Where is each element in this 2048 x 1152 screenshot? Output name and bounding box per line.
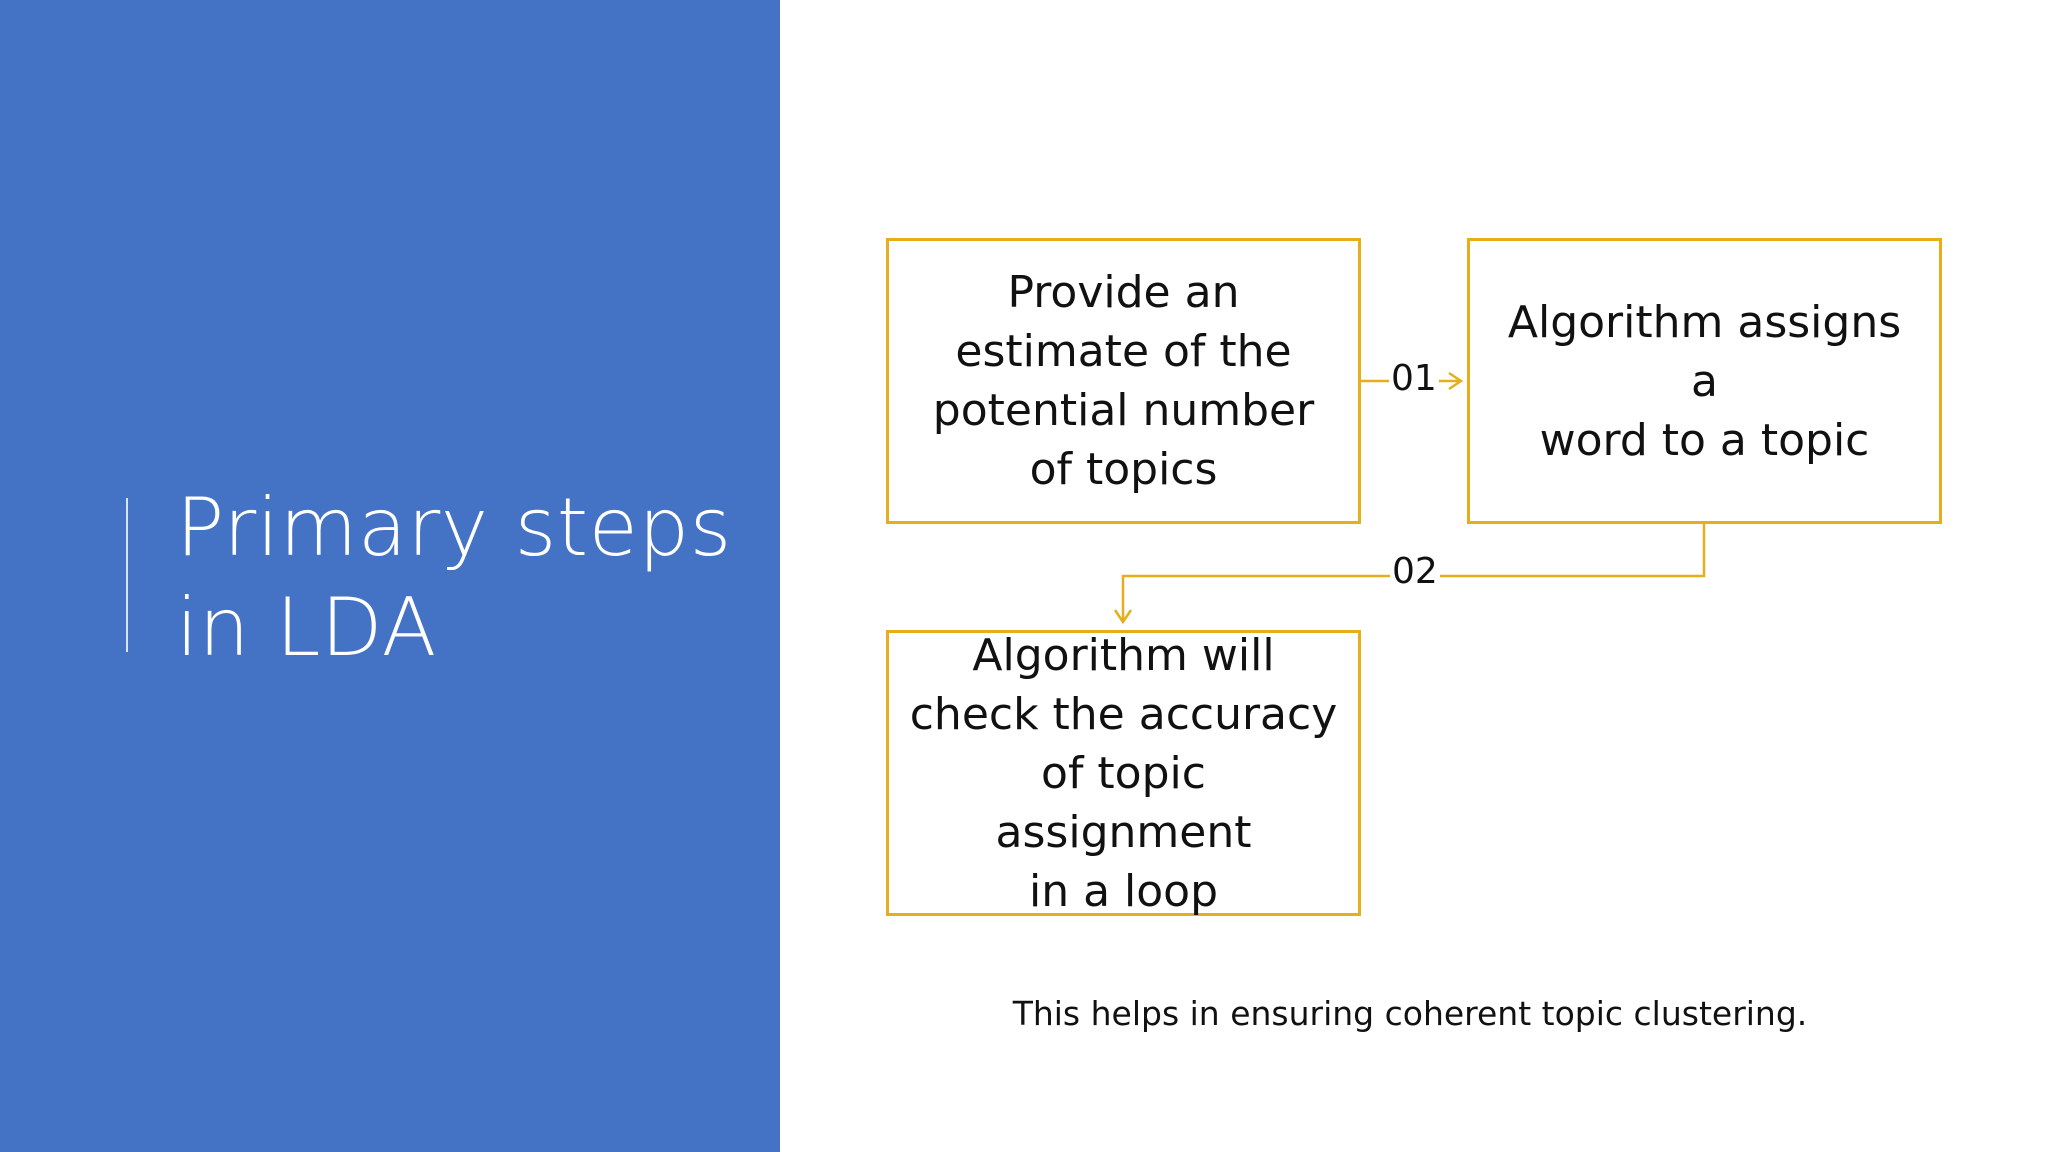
connector-02-arrowhead xyxy=(1113,609,1133,625)
step-box-text: Algorithm assigns a word to a topic xyxy=(1490,293,1919,470)
step-text-line: check the accuracy xyxy=(909,688,1338,740)
step-box-check-accuracy: Algorithm will check the accuracy of top… xyxy=(886,630,1361,917)
step-text-line: in a loop xyxy=(1028,865,1219,917)
step-text-line: of topic assignment xyxy=(995,747,1252,858)
step-number-01: 01 xyxy=(1389,358,1439,399)
connector-01-arrowhead xyxy=(1448,371,1464,391)
slide-title-line-2: in LDA xyxy=(176,581,437,674)
step-box-assign-word: Algorithm assigns a word to a topic xyxy=(1467,238,1942,524)
step-text-line: estimate of the xyxy=(955,326,1292,377)
step-box-text: Algorithm will check the accuracy of top… xyxy=(909,626,1338,921)
step-text-line: Provide an xyxy=(1007,267,1240,318)
step-box-estimate-topics: Provide an estimate of the potential num… xyxy=(886,238,1361,524)
step-text-line: potential number xyxy=(932,385,1315,436)
title-accent-line xyxy=(126,498,128,652)
step-box-text: Provide an estimate of the potential num… xyxy=(933,263,1314,499)
step-number-02: 02 xyxy=(1390,551,1440,592)
step-text-line: word to a topic xyxy=(1539,414,1870,466)
title-panel: Primary steps in LDA xyxy=(0,0,780,1152)
slide-title: Primary steps in LDA xyxy=(176,478,756,678)
step-text-line: Algorithm will xyxy=(972,629,1275,681)
step-text-line: of topics xyxy=(1029,444,1218,495)
slide-title-line-1: Primary steps xyxy=(176,481,732,574)
step-text-line: Algorithm assigns a xyxy=(1507,296,1902,407)
footnote: This helps in ensuring coherent topic cl… xyxy=(1012,994,1808,1033)
